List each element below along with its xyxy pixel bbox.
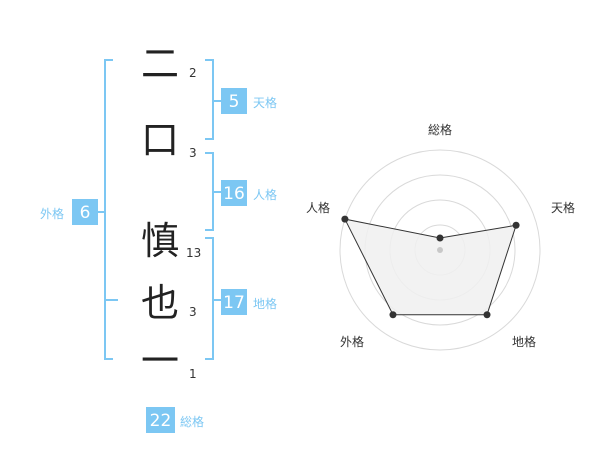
radar-ring	[339, 149, 541, 351]
badge-gaikaku-label: 外格	[40, 206, 64, 221]
radar-label-jinkaku: 人格	[306, 200, 330, 215]
radar-area	[343, 218, 517, 316]
brackets	[98, 59, 221, 360]
radar-label-tenkaku: 天格	[551, 200, 575, 215]
radar-label-soukaku: 総格	[428, 122, 452, 137]
radar-label-gaikaku: 外格	[340, 334, 364, 349]
stroke-count-4: 3	[189, 305, 197, 319]
stroke-count-1: 2	[189, 66, 197, 80]
bracket-jinkaku	[205, 152, 214, 231]
radar-point-4	[389, 311, 397, 319]
stroke-counts: 2 3 13 3 1	[186, 66, 201, 381]
badge-chikaku-box	[221, 289, 247, 315]
badge-tenkaku-label: 天格	[253, 95, 277, 110]
radar-point-5	[341, 215, 349, 223]
radar-point-3	[483, 311, 491, 319]
radar-point-1	[436, 234, 444, 242]
badge-tenkaku-value: 5	[229, 92, 240, 112]
badge-jinkaku-label: 人格	[253, 187, 277, 202]
stroke-count-2: 3	[189, 146, 197, 160]
badge-soukaku: 22 総格	[146, 407, 204, 433]
name-char-3: 慎	[141, 219, 179, 263]
badge-chikaku-value: 17	[223, 293, 245, 313]
radar-chart: 総格 天格 地格 外格 人格	[306, 122, 575, 351]
name-char-2: 口	[141, 118, 179, 162]
badge-soukaku-label: 総格	[180, 414, 204, 429]
radar-points	[341, 215, 520, 319]
badge-chikaku-label: 地格	[253, 296, 277, 311]
name-characters: 二 口 慎 也 一	[141, 42, 179, 383]
badge-gaikaku-box	[72, 199, 98, 225]
badge-chikaku: 17 地格	[221, 289, 277, 315]
name-char-4: 也	[141, 281, 179, 325]
badge-gaikaku: 外格 6	[40, 199, 98, 225]
radar-label-chikaku: 地格	[512, 334, 536, 349]
badge-jinkaku-box	[221, 180, 247, 206]
badge-gaikaku-value: 6	[80, 203, 91, 223]
name-char-5: 一	[141, 339, 179, 383]
badge-soukaku-value: 22	[150, 411, 172, 431]
badge-tenkaku: 5 天格	[221, 88, 277, 114]
bracket-chikaku	[205, 237, 214, 360]
bracket-tenkaku	[205, 59, 214, 140]
radar-center-dot	[437, 247, 443, 253]
radar-point-2	[512, 221, 520, 229]
badge-jinkaku: 16 人格	[221, 180, 277, 206]
bracket-gaikaku	[104, 59, 113, 360]
badge-tenkaku-box	[221, 88, 247, 114]
radar-labels: 総格 天格 地格 外格 人格	[306, 122, 575, 349]
badge-jinkaku-value: 16	[223, 184, 245, 204]
stroke-count-3: 13	[186, 246, 201, 260]
badge-soukaku-box	[146, 407, 175, 433]
name-char-1: 二	[141, 42, 179, 86]
stroke-count-5: 1	[189, 367, 197, 381]
